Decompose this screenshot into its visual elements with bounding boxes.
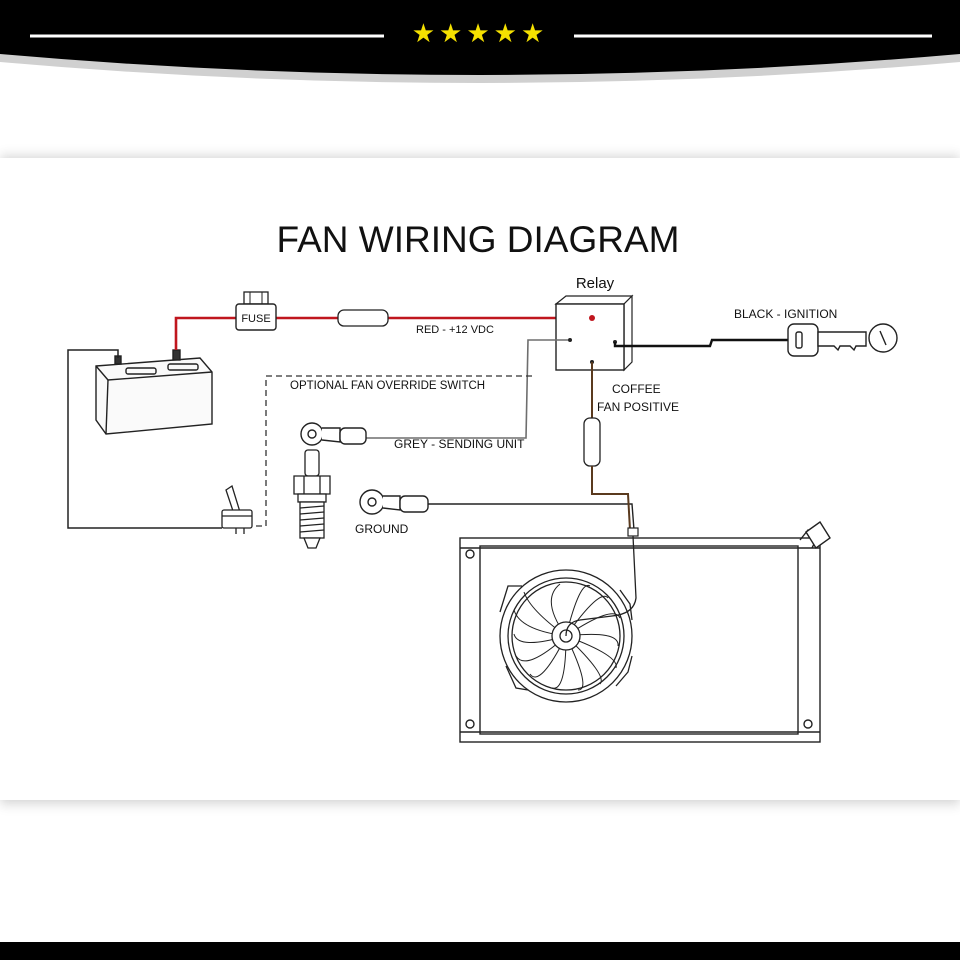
grey-wire-label: GREY - SENDING UNIT [394,437,525,451]
rating-stars: ★★★★★ [411,19,549,49]
ignition-key-icon [787,323,898,357]
fan-harness-wire [565,535,637,637]
ground-label: GROUND [355,522,409,536]
radiator [459,520,831,743]
ground-ring-terminal [359,489,429,515]
black-ignition-wire [613,338,790,348]
diagram-title: FAN WIRING DIAGRAM [277,219,680,260]
black-wire-label: BLACK - IGNITION [734,307,837,321]
red-wire-battery-to-fuse [174,316,236,350]
grey-sending-unit-wire [366,339,568,439]
coffee-label-line1: COFFEE [612,382,661,396]
toggle-switch [221,484,253,534]
inline-fuse-holder [337,309,389,327]
battery-ground-wire [67,349,222,529]
fan-connector [627,527,639,537]
relay-terminal-87 [589,315,595,321]
relay [554,294,634,372]
coffee-label-line2: FAN POSITIVE [597,400,679,414]
fuse: FUSE [235,291,277,331]
override-switch-dashed-wire [252,375,532,527]
battery-positive-terminal [172,349,181,361]
red-wire-label: RED - +12 VDC [416,324,494,336]
bottom-bar [0,942,960,960]
battery [95,349,213,435]
top-banner [0,0,960,83]
sending-unit-ring-terminal [300,422,367,446]
relay-terminal-86 [568,338,572,342]
fuse-label: FUSE [241,313,270,325]
temperature-sending-unit [293,449,331,549]
coffee-wire-lower [591,466,631,531]
ground-wire [428,503,635,531]
relay-label: Relay [576,275,615,292]
coffee-wire-connector [583,417,601,467]
override-switch-label: OPTIONAL FAN OVERRIDE SWITCH [290,380,485,392]
